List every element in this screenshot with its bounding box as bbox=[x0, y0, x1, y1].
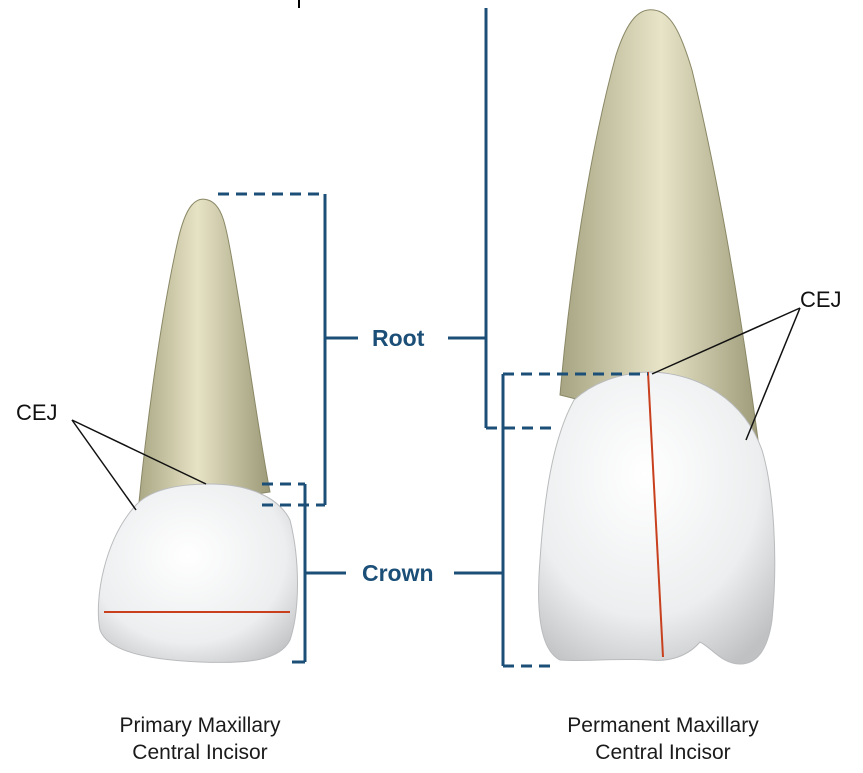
root-label: Root bbox=[372, 327, 424, 350]
primary-crown bbox=[98, 484, 297, 662]
primary-caption-line2: Central Incisor bbox=[40, 739, 360, 766]
primary-caption-line1: Primary Maxillary bbox=[40, 712, 360, 739]
crown-label: Crown bbox=[362, 562, 434, 585]
cej-permanent-label: CEJ bbox=[800, 289, 842, 311]
permanent-incisor bbox=[539, 10, 775, 664]
primary-incisor bbox=[98, 199, 297, 662]
primary-caption: Primary Maxillary Central Incisor bbox=[40, 712, 360, 766]
permanent-caption-line1: Permanent Maxillary bbox=[503, 712, 823, 739]
permanent-caption: Permanent Maxillary Central Incisor bbox=[503, 712, 823, 766]
cej-primary-pointer-left bbox=[72, 420, 136, 510]
permanent-caption-line2: Central Incisor bbox=[503, 739, 823, 766]
cej-primary-label: CEJ bbox=[16, 402, 58, 424]
primary-root bbox=[138, 199, 270, 512]
